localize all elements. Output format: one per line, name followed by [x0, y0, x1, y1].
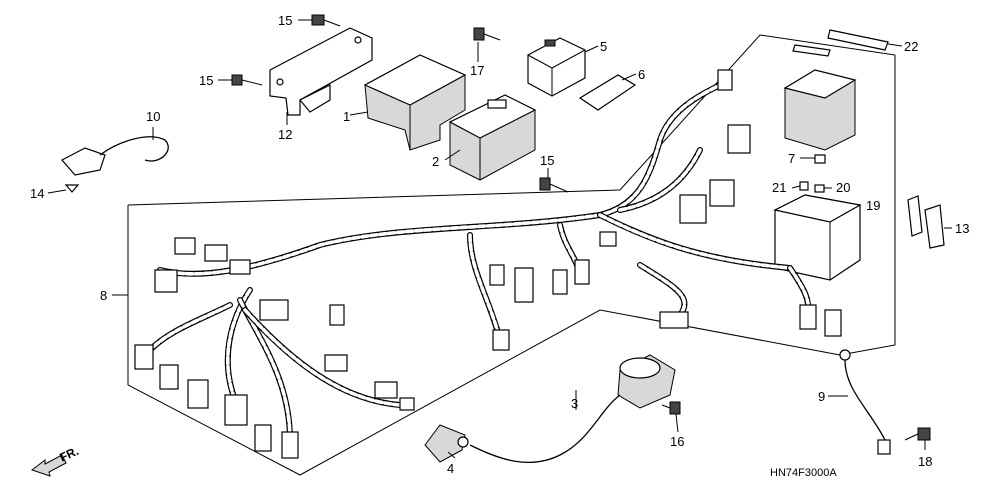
part-20-clip[interactable]	[814, 184, 825, 193]
callout-2: 2	[432, 154, 439, 169]
harness-connectors	[134, 69, 842, 459]
part-9-ground-cable[interactable]	[839, 349, 891, 455]
callout-22: 22	[904, 39, 918, 54]
part-19-fuse-box[interactable]	[773, 69, 862, 281]
callout-4: 4	[447, 461, 454, 476]
part-15-bolt-top[interactable]	[311, 14, 341, 27]
part-17-bolt[interactable]	[473, 27, 501, 41]
callout-9: 9	[818, 389, 825, 404]
callout-5: 5	[600, 39, 607, 54]
callout-3: 3	[571, 396, 578, 411]
callout-8: 8	[100, 288, 107, 303]
part-10-sensor[interactable]	[61, 136, 169, 176]
callout-15-left: 15	[199, 73, 213, 88]
callout-15-top: 15	[278, 13, 292, 28]
part-2-control-unit[interactable]	[448, 94, 537, 181]
part-4-plug-cap[interactable]	[424, 424, 469, 463]
callout-19: 19	[866, 198, 880, 213]
callout-12: 12	[278, 127, 292, 142]
part-3-starter-solenoid[interactable]	[469, 354, 676, 463]
callout-21: 21	[772, 180, 786, 195]
part-7-clip[interactable]	[814, 154, 826, 164]
front-direction-arrow: FR.	[30, 444, 81, 477]
callout-6: 6	[638, 67, 645, 82]
callout-7: 7	[788, 151, 795, 166]
part-21-clip[interactable]	[799, 181, 809, 191]
callout-13: 13	[955, 221, 969, 236]
callout-16: 16	[670, 434, 684, 449]
part-16-bolt[interactable]	[661, 401, 681, 415]
part-22-strip[interactable]	[792, 29, 889, 57]
part-18-bolt[interactable]	[904, 427, 931, 441]
callout-14: 14	[30, 186, 44, 201]
part-1-ecu-housing[interactable]	[363, 54, 467, 151]
callout-17: 17	[470, 63, 484, 78]
part-5-module[interactable]	[527, 37, 586, 97]
callout-labels: 1 2 3 4 5 6 7 8 9 10 12 13 14 15 15 15 1…	[30, 13, 969, 476]
part-13-side-bracket[interactable]	[907, 195, 945, 249]
part-8-main-harness[interactable]	[147, 82, 812, 443]
part-14-screw[interactable]	[64, 184, 80, 193]
callout-18: 18	[918, 454, 932, 469]
direction-label: FR.	[57, 444, 80, 465]
callout-15-mid: 15	[540, 153, 554, 168]
part-15-bolt-left[interactable]	[231, 74, 263, 86]
callout-20: 20	[836, 180, 850, 195]
leader-lines	[47, 19, 952, 459]
callout-1: 1	[343, 109, 350, 124]
callout-10: 10	[146, 109, 160, 124]
part-6-pad[interactable]	[578, 74, 637, 111]
part-12-bracket[interactable]	[269, 27, 373, 116]
drawing-code: HN74F3000A	[770, 467, 837, 479]
part-15-bolt-mid[interactable]	[539, 177, 569, 193]
